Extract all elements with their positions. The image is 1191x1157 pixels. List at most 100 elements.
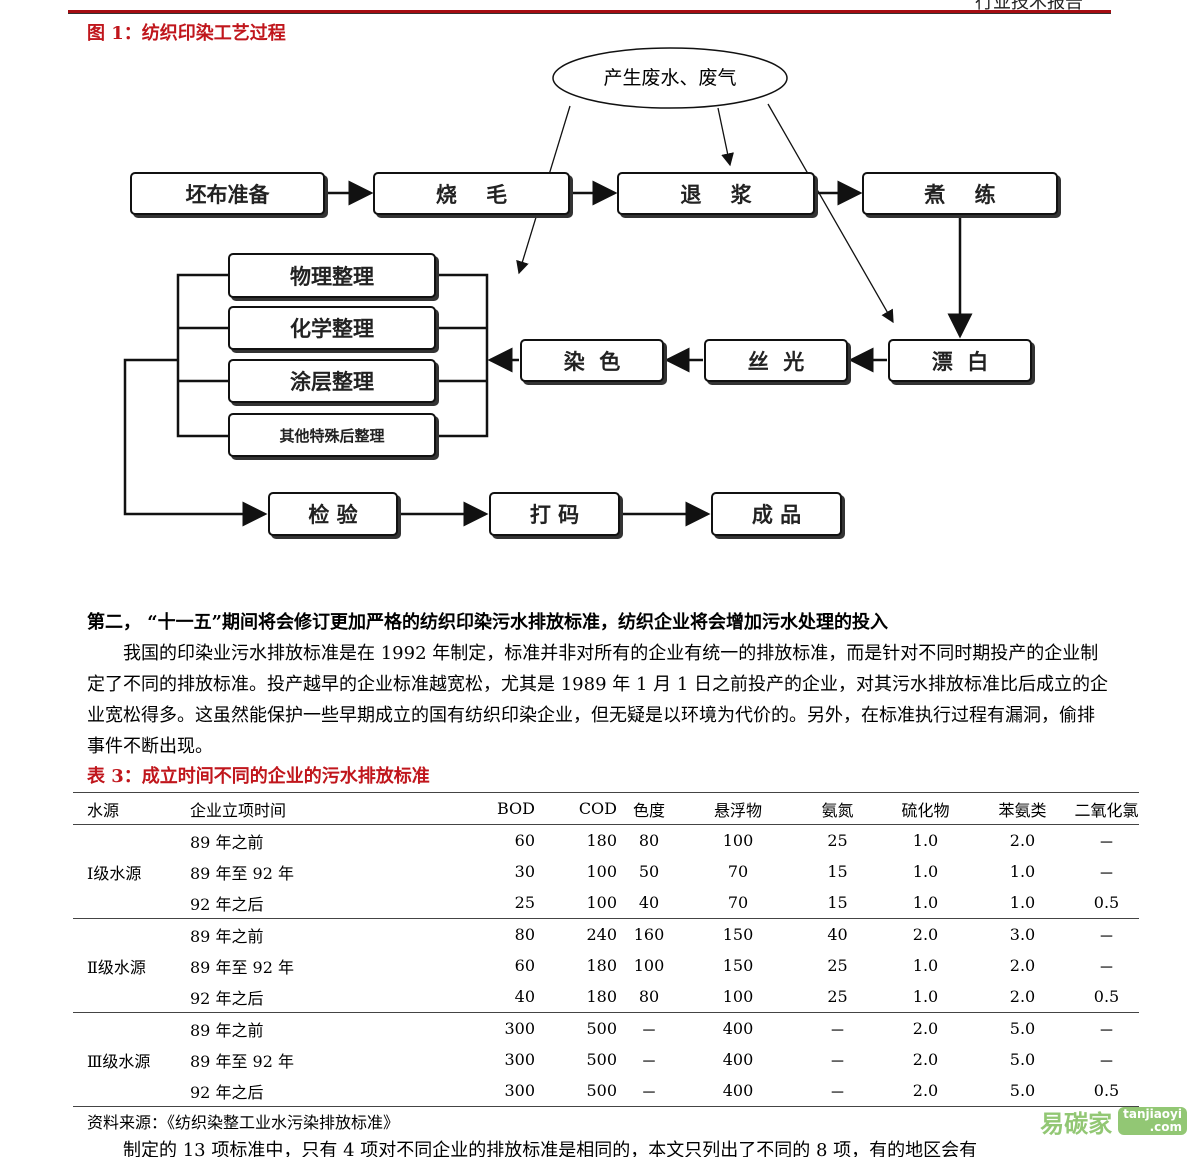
table-cell: 2.0	[971, 981, 1074, 1013]
table-cell: 0.5	[1074, 887, 1139, 919]
table-cell: 5.0	[1009, 1019, 1036, 1038]
figure-caption: 图 1：纺织印染工艺过程	[87, 23, 286, 44]
table-cell: 25	[795, 981, 880, 1013]
table-cell: 50	[638, 862, 660, 881]
ellipse-shape	[552, 47, 788, 109]
table-cell: 400	[681, 1075, 795, 1107]
table-cell: 15	[827, 862, 848, 881]
step-scouring: 煮 练	[862, 172, 1058, 215]
column-header: 硫化物	[880, 792, 971, 825]
watermark-com: .com	[1149, 1120, 1182, 1134]
column-header: 水源	[73, 792, 180, 825]
water-source-cell	[73, 1013, 180, 1045]
table-cell: 0.5	[1074, 981, 1139, 1013]
table-cell: 1.0	[1009, 862, 1036, 881]
table-cell: 60	[514, 831, 535, 850]
step-desizing: 退 浆	[617, 172, 815, 215]
step-greige-prep: 坯布准备	[130, 172, 325, 215]
table-cell: 100	[722, 831, 754, 850]
section-paragraph: 我国的印染业污水排放标准是在 1992 年制定，标准并非对所有的企业有统一的排放…	[87, 643, 1109, 757]
table-cell: 300	[504, 1019, 535, 1038]
table-cell: －	[1098, 1051, 1115, 1071]
table-cell: 89 年之前	[190, 1020, 264, 1040]
table-cell: 1.0	[971, 887, 1074, 919]
watermark-cn: 易碳家	[1040, 1109, 1113, 1138]
table-cell: 100	[681, 981, 795, 1013]
table-cell: 40	[617, 887, 681, 919]
table-cell: 5.0	[971, 1075, 1074, 1107]
table-cell: －	[1098, 926, 1115, 946]
continued-paragraph: 制定的 13 项标准中，只有 4 项对不同企业的排放标准是相同的，本文只列出了不…	[123, 1140, 978, 1157]
table-cell: 40	[827, 925, 848, 944]
table-cell: 25	[827, 831, 848, 850]
table-cell: 150	[722, 925, 754, 944]
step-inspection: 检 验	[268, 492, 398, 536]
table-cell: 89 年至 92 年	[190, 863, 294, 883]
table-cell: －	[640, 1051, 657, 1071]
table-cell: 30	[514, 862, 535, 881]
table-cell: 15	[795, 887, 880, 919]
table-cell: 92 年之后	[180, 1075, 363, 1107]
water-source-cell	[73, 825, 180, 857]
table-cell: －	[795, 1075, 880, 1107]
text-flow: 第二， “十一五”期间将会修订更加严格的纺织印染污水排放标准，纺织企业将会增加污…	[0, 608, 1191, 1157]
table-cell: 100	[535, 887, 617, 919]
step-mercerizing: 丝 光	[704, 339, 848, 382]
column-header: COD	[535, 792, 617, 825]
table-cell: 400	[722, 1050, 754, 1069]
table-cell: 160	[633, 925, 665, 944]
water-source-cell	[73, 887, 180, 919]
header-title: 行业技术报告	[975, 0, 1083, 13]
table-cell: 2.0	[912, 1019, 939, 1038]
column-header: 苯氨类	[971, 792, 1074, 825]
step-coding: 打 码	[489, 492, 620, 536]
table-cell: 2.0	[880, 1075, 971, 1107]
column-header: 二氧化氯	[1074, 792, 1139, 825]
water-source-cell	[73, 1075, 180, 1107]
table-cell: 240	[586, 925, 617, 944]
column-header: 企业立项时间	[180, 792, 363, 825]
table-cell: 3.0	[1009, 925, 1036, 944]
process-diagram-connectors	[123, 47, 973, 527]
table-cell: 1.0	[912, 956, 939, 975]
table-cell: －	[829, 1020, 846, 1040]
table-caption: 表 3：成立时间不同的企业的污水排放标准	[87, 766, 430, 787]
table-cell: 70	[681, 887, 795, 919]
watermark-logo: 易碳家 tanjiaoyi .com	[1040, 1104, 1187, 1139]
table-cell: 180	[535, 981, 617, 1013]
table-cell: －	[829, 1051, 846, 1071]
column-header: BOD	[363, 792, 535, 825]
table-cell: －	[617, 1075, 681, 1107]
table-cell: 2.0	[912, 925, 939, 944]
column-header: 悬浮物	[681, 792, 795, 825]
table-cell: 180	[586, 956, 617, 975]
column-header: 氨氮	[795, 792, 880, 825]
water-source-cell	[73, 981, 180, 1013]
table-cell: 60	[514, 956, 535, 975]
table-cell: 500	[586, 1050, 617, 1069]
table-cell: －	[1098, 832, 1115, 852]
table-cell: 5.0	[1009, 1050, 1036, 1069]
table-cell: 89 年之前	[190, 926, 264, 946]
table-cell: 70	[727, 862, 749, 881]
water-source-cell	[73, 919, 180, 951]
table-cell: 80	[617, 981, 681, 1013]
table-cell: 1.0	[912, 831, 939, 850]
step-coating-finish: 涂层整理	[228, 359, 436, 403]
table-cell: 100	[586, 862, 617, 881]
column-header: 色度	[617, 792, 681, 825]
table-cell: 0.5	[1074, 1075, 1139, 1107]
table-cell: －	[1098, 1020, 1115, 1040]
table-cell: 80	[514, 925, 535, 944]
source-row: 资料来源：《纺织染整工业水污染排放标准》 易碳家 tanjiaoyi .com	[87, 1107, 1187, 1138]
table-cell: －	[1098, 863, 1115, 883]
table-cell: 300	[504, 1050, 535, 1069]
step-bleaching: 漂 白	[888, 339, 1032, 382]
